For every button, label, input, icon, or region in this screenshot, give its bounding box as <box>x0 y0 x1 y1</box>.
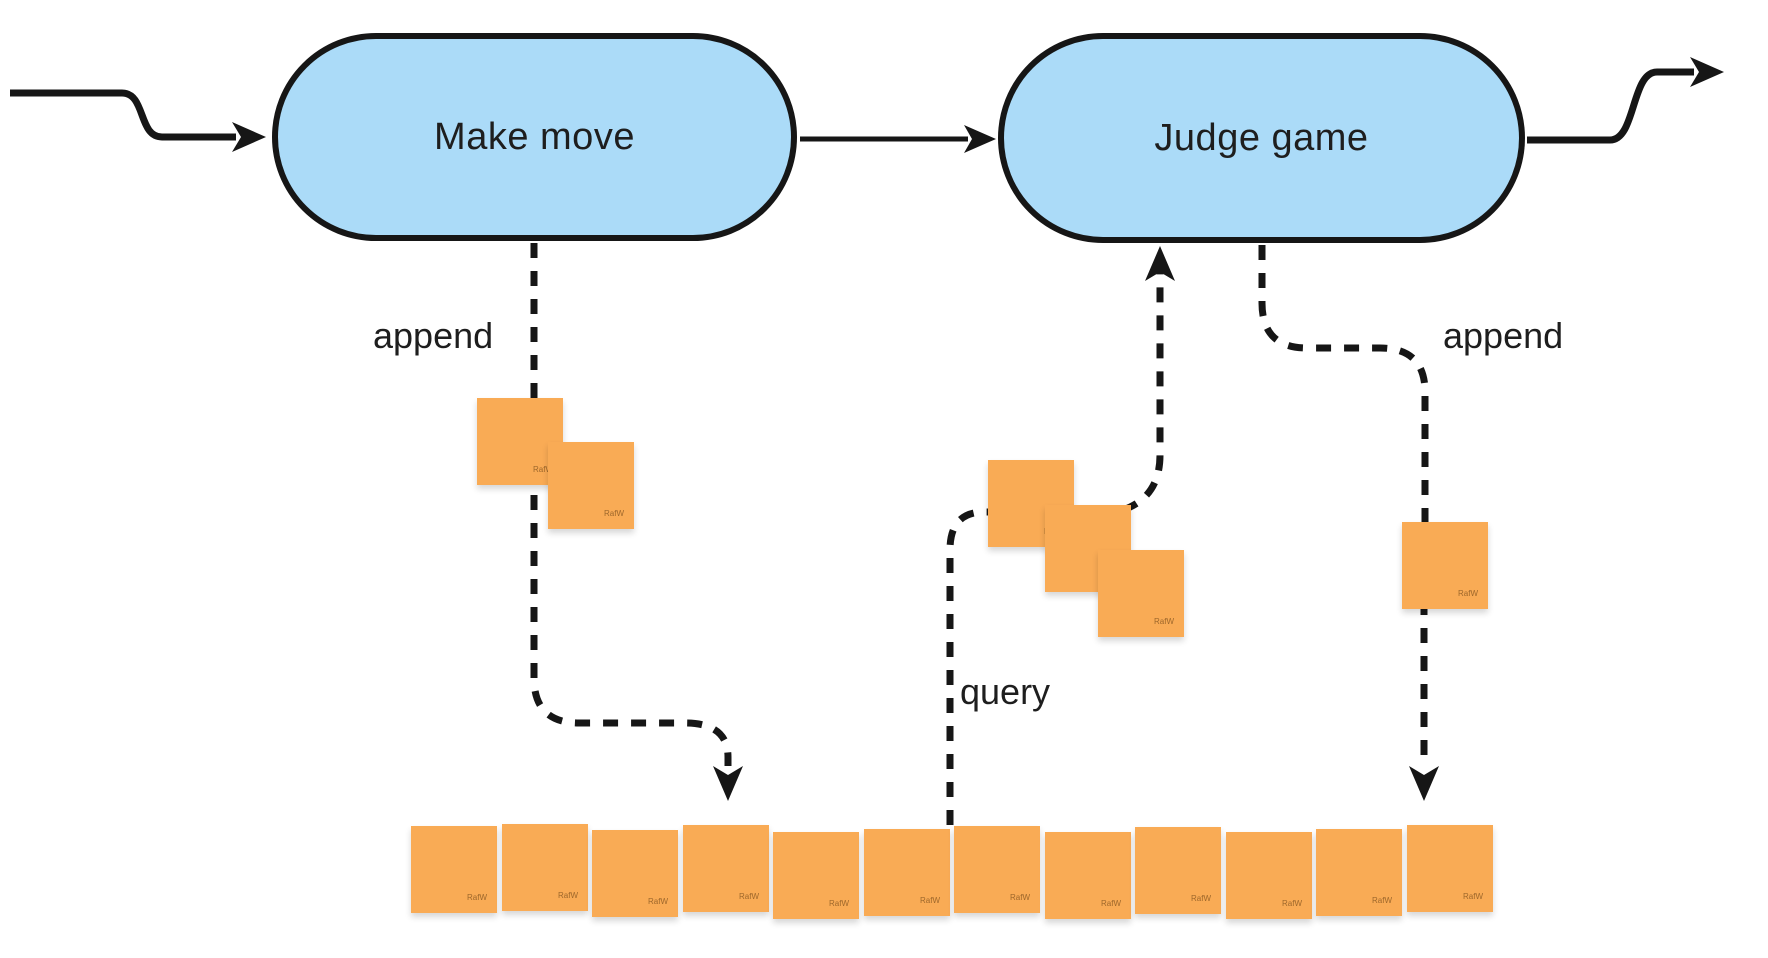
sticky-note-memory-row[interactable]: RafW <box>1045 832 1131 919</box>
sticky-note-memory-row[interactable]: RafW <box>954 826 1040 913</box>
edge-label-append-left: append <box>373 315 494 356</box>
sticky-note-move-output[interactable]: RafW <box>548 442 634 529</box>
sticky-note-memory-row[interactable]: RafW <box>1407 825 1493 912</box>
sticky-author-stamp: RafW <box>829 899 849 908</box>
edge-append-left <box>530 243 743 801</box>
edge-label-append-right: append <box>1443 315 1564 356</box>
sticky-note-query-context[interactable]: RafW <box>1098 550 1184 637</box>
sticky-author-stamp: RafW <box>1463 892 1483 901</box>
node-judge-game[interactable]: Judge game <box>998 33 1525 243</box>
edge-flow-out <box>1527 57 1724 144</box>
node-make-move-label: Make move <box>434 115 635 158</box>
sticky-note-memory-row[interactable]: RafW <box>864 829 950 916</box>
sticky-note-memory-row[interactable]: RafW <box>1316 829 1402 916</box>
sticky-note-memory-row[interactable]: RafW <box>1226 832 1312 919</box>
sticky-author-stamp: RafW <box>1282 899 1302 908</box>
sticky-note-judge-output[interactable]: RafW <box>1402 522 1488 609</box>
sticky-author-stamp: RafW <box>648 897 668 906</box>
edge-append-right <box>1258 245 1439 801</box>
node-judge-game-label: Judge game <box>1154 116 1369 159</box>
sticky-author-stamp: RafW <box>739 892 759 901</box>
sticky-author-stamp: RafW <box>558 891 578 900</box>
sticky-author-stamp: RafW <box>467 893 487 902</box>
sticky-author-stamp: RafW <box>1458 589 1478 598</box>
sticky-note-memory-row[interactable]: RafW <box>411 826 497 913</box>
node-make-move[interactable]: Make move <box>272 33 797 241</box>
sticky-author-stamp: RafW <box>533 465 553 474</box>
sticky-author-stamp: RafW <box>1010 893 1030 902</box>
sticky-note-memory-row[interactable]: RafW <box>592 830 678 917</box>
sticky-author-stamp: RafW <box>1154 617 1174 626</box>
sticky-note-memory-row[interactable]: RafW <box>502 824 588 911</box>
edge-make-to-judge <box>800 125 996 153</box>
edge-label-query: query <box>960 671 1051 712</box>
sticky-author-stamp: RafW <box>1101 899 1121 908</box>
edge-query <box>946 508 998 825</box>
sticky-author-stamp: RafW <box>604 509 624 518</box>
sticky-author-stamp: RafW <box>920 896 940 905</box>
edge-query-result <box>1121 246 1175 514</box>
sticky-note-memory-row[interactable]: RafW <box>773 832 859 919</box>
edge-flow-in <box>10 89 266 152</box>
sticky-author-stamp: RafW <box>1191 894 1211 903</box>
sticky-note-memory-row[interactable]: RafW <box>683 825 769 912</box>
sticky-note-memory-row[interactable]: RafW <box>1135 827 1221 914</box>
sticky-author-stamp: RafW <box>1372 896 1392 905</box>
